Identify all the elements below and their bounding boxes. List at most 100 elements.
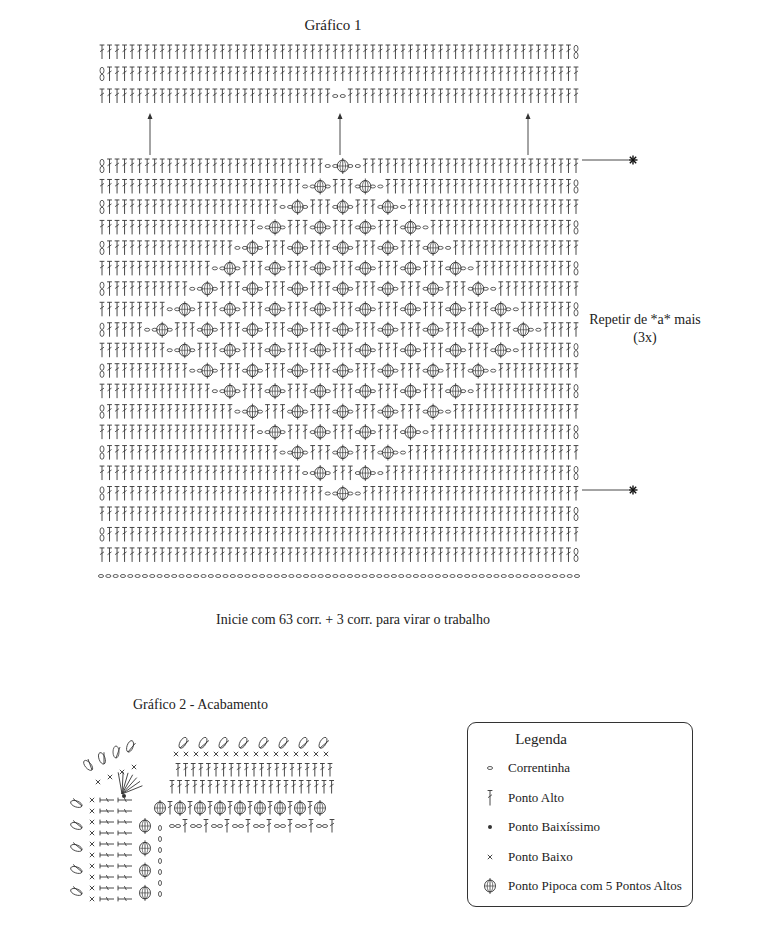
double-crochet-symbol: [513, 384, 518, 398]
double-crochet-symbol: [363, 282, 368, 296]
double-crochet-symbol: [182, 241, 187, 255]
double-crochet-symbol: [544, 343, 549, 357]
double-crochet-symbol: [115, 220, 120, 234]
double-crochet-symbol: [536, 45, 541, 59]
double-crochet-symbol: [498, 179, 503, 193]
double-crochet-symbol: [423, 159, 428, 173]
double-crochet-symbol: [137, 343, 142, 357]
chart-stroke: [100, 241, 104, 247]
double-crochet-symbol: [521, 364, 526, 378]
double-crochet-symbol: [100, 384, 105, 398]
double-crochet-symbol: [423, 343, 428, 357]
double-crochet-symbol: [393, 302, 398, 316]
double-crochet-symbol: [160, 200, 165, 214]
double-crochet-symbol: [250, 384, 255, 398]
double-crochet-symbol: [145, 364, 150, 378]
double-crochet-symbol: [167, 220, 172, 234]
chart-stroke: [100, 166, 104, 172]
popcorn-symbol: [202, 322, 213, 338]
double-crochet-symbol: [303, 261, 308, 275]
double-crochet-symbol: [559, 384, 564, 398]
double-crochet-symbol: [491, 261, 496, 275]
double-crochet-symbol: [295, 67, 300, 81]
double-crochet-symbol: [167, 282, 172, 296]
popcorn-symbol: [270, 219, 281, 235]
popcorn-symbol: [405, 383, 416, 399]
chart-stroke: [100, 200, 104, 206]
double-crochet-symbol: [122, 302, 127, 316]
double-crochet-symbol: [363, 364, 368, 378]
double-crochet-symbol: [408, 282, 413, 296]
double-crochet-symbol: [243, 45, 248, 59]
double-crochet-symbol: [468, 89, 473, 103]
double-crochet-symbol: [273, 45, 278, 59]
double-crochet-symbol: [461, 282, 466, 296]
double-crochet-symbol: [107, 282, 112, 296]
double-crochet-symbol: [182, 405, 187, 419]
double-crochet-symbol: [265, 45, 270, 59]
double-crochet-symbol: [536, 159, 541, 173]
double-crochet-symbol: [190, 45, 195, 59]
chart-stroke: [526, 113, 531, 119]
double-crochet-symbol: [476, 261, 481, 275]
double-crochet-symbol: [340, 384, 345, 398]
double-crochet-symbol: [438, 159, 443, 173]
double-crochet-symbol: [574, 405, 579, 419]
double-crochet-symbol: [318, 89, 323, 103]
double-crochet-symbol: [190, 67, 195, 81]
double-crochet-symbol: [453, 67, 458, 81]
double-crochet-symbol: [182, 220, 187, 234]
double-crochet-symbol: [461, 45, 466, 59]
double-crochet-symbol: [258, 67, 263, 81]
double-crochet-symbol: [468, 220, 473, 234]
double-crochet-symbol: [175, 425, 180, 439]
double-crochet-symbol: [453, 89, 458, 103]
double-crochet-symbol: [551, 179, 556, 193]
double-crochet-symbol: [167, 45, 172, 59]
chain-symbol: [513, 308, 518, 311]
double-crochet-symbol: [122, 405, 127, 419]
double-crochet-symbol: [220, 67, 225, 81]
double-crochet-symbol: [182, 323, 187, 337]
double-crochet-symbol: [107, 261, 112, 275]
double-crochet-symbol: [325, 323, 330, 337]
double-crochet-symbol: [130, 425, 135, 439]
double-crochet-symbol: [130, 179, 135, 193]
double-crochet-symbol: [423, 302, 428, 316]
double-crochet-symbol: [506, 384, 511, 398]
double-crochet-symbol: [175, 282, 180, 296]
chain-symbol: [355, 165, 360, 168]
double-crochet-symbol: [333, 67, 338, 81]
double-crochet-symbol: [288, 89, 293, 103]
double-crochet-symbol: [273, 179, 278, 193]
double-crochet-symbol: [566, 384, 571, 398]
double-crochet-symbol: [521, 241, 526, 255]
double-crochet-symbol: [536, 364, 541, 378]
double-crochet-symbol: [235, 200, 240, 214]
double-crochet-symbol: [137, 89, 142, 103]
double-crochet-symbol: [310, 323, 315, 337]
double-crochet-symbol: [310, 45, 315, 59]
turning-chain-symbol: [100, 159, 104, 172]
double-crochet-symbol: [453, 200, 458, 214]
double-crochet-symbol: [220, 241, 225, 255]
popcorn-symbol: [428, 404, 439, 420]
chart-stroke: [574, 52, 578, 58]
double-crochet-symbol: [107, 89, 112, 103]
double-crochet-symbol: [378, 159, 383, 173]
double-crochet-symbol: [288, 159, 293, 173]
double-crochet-symbol: [273, 241, 278, 255]
double-crochet-symbol: [408, 200, 413, 214]
double-crochet-symbol: [167, 241, 172, 255]
double-crochet-symbol: [453, 364, 458, 378]
double-crochet-symbol: [122, 343, 127, 357]
double-crochet-symbol: [340, 261, 345, 275]
double-crochet-symbol: [145, 200, 150, 214]
double-crochet-symbol: [310, 159, 315, 173]
double-crochet-symbol: [212, 89, 217, 103]
double-crochet-symbol: [355, 405, 360, 419]
chain-symbol: [235, 410, 240, 413]
double-crochet-symbol: [551, 364, 556, 378]
double-crochet-symbol: [431, 179, 436, 193]
double-crochet-symbol: [574, 282, 579, 296]
